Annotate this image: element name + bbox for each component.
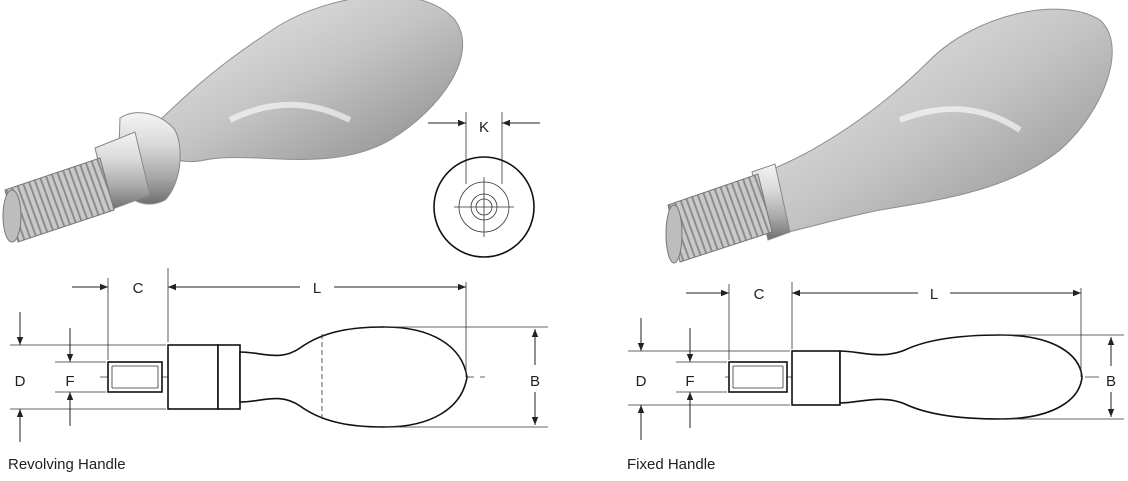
fixed-dimension-d-label: D [636,373,647,390]
fixed-handle-caption: Fixed Handle [627,456,716,473]
fixed-handle-photo [665,8,1113,264]
revolving-handle-drawing: C L D F B [10,268,548,442]
fixed-dimension-c-label: C [754,286,765,303]
revolving-handle-caption: Revolving Handle [8,456,126,473]
dimension-d-label: D [15,373,26,390]
end-view-diagram: K [428,112,540,258]
fixed-dimension-b-label: B [1106,373,1116,390]
fixed-handle-drawing: C L D F B [628,282,1124,440]
fixed-dimension-f-label: F [685,373,694,390]
dimension-c-label: C [133,280,144,297]
dimension-k-label: K [479,119,489,136]
dimension-b-label: B [530,373,540,390]
revolving-handle-photo [2,0,464,243]
dimension-l-label: L [313,280,321,297]
dimension-f-label: F [65,373,74,390]
fixed-dimension-l-label: L [930,286,938,303]
